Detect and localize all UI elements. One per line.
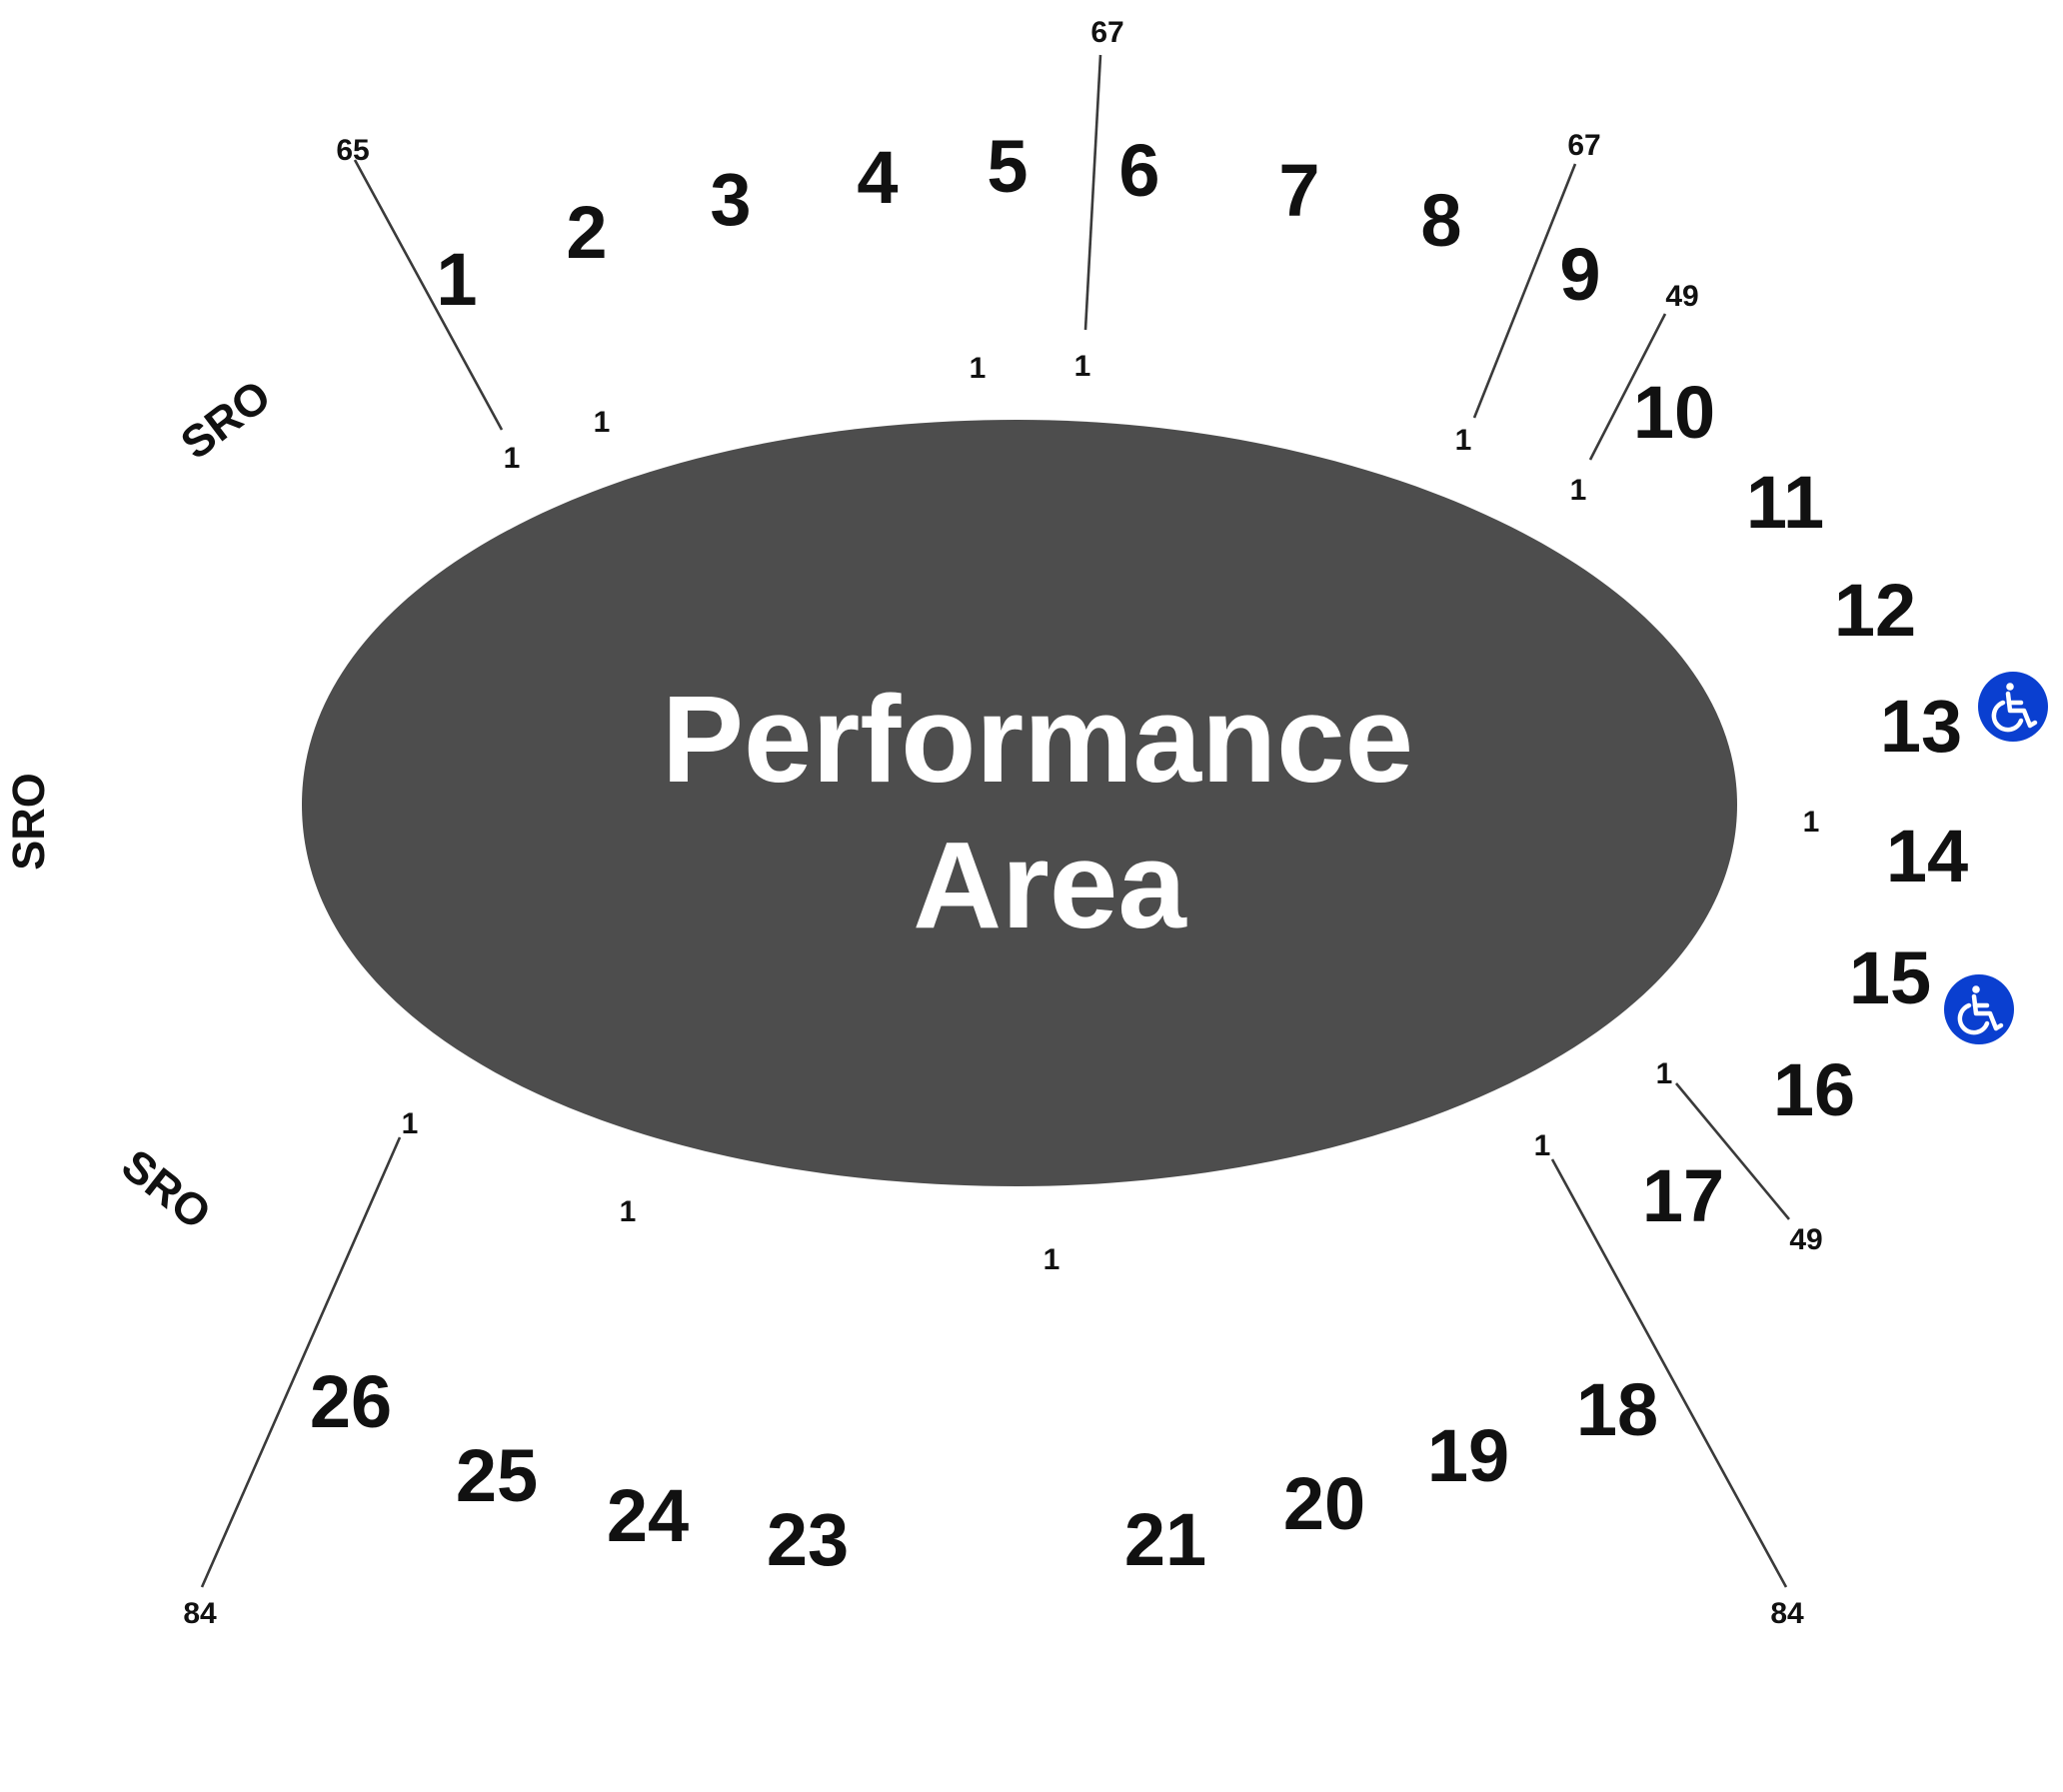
row-end-label-section-1: 65 <box>336 134 369 167</box>
section-1[interactable]: 1 <box>436 238 477 321</box>
section-14[interactable]: 14 <box>1886 815 1968 897</box>
row-start-label-section-26: 1 <box>402 1107 419 1140</box>
seat-start-label: 1 <box>1803 806 1820 839</box>
row-range-line-section-6 <box>1083 54 1102 331</box>
sro-label-upper-left: SRO <box>171 370 280 469</box>
wheelchair-icon <box>1978 672 2048 742</box>
row-range-line-section-9 <box>1472 163 1577 419</box>
row-start-label-section-6: 1 <box>1074 350 1091 383</box>
performance-area-label-line1: Performance <box>662 672 1413 809</box>
section-19[interactable]: 19 <box>1427 1414 1509 1497</box>
seat-start-label: 1 <box>620 1195 637 1228</box>
performance-area-shape <box>302 420 1737 1186</box>
row-end-label-section-10: 49 <box>1665 280 1698 313</box>
section-4[interactable]: 4 <box>857 136 898 219</box>
performance-area-label-line2: Area <box>913 818 1187 954</box>
section-5[interactable]: 5 <box>987 125 1028 208</box>
section-20[interactable]: 20 <box>1283 1462 1365 1545</box>
row-end-label-section-16: 49 <box>1789 1223 1822 1256</box>
section-3[interactable]: 3 <box>710 158 751 241</box>
section-26[interactable]: 26 <box>310 1360 392 1443</box>
row-range-line-section-1 <box>353 159 504 431</box>
seat-start-label: 1 <box>1043 1243 1060 1276</box>
section-10[interactable]: 10 <box>1633 371 1715 454</box>
row-start-label-section-9: 1 <box>1455 424 1472 457</box>
section-15[interactable]: 15 <box>1849 936 1931 1019</box>
section-7[interactable]: 7 <box>1278 149 1319 232</box>
section-25[interactable]: 25 <box>456 1434 538 1517</box>
section-12[interactable]: 12 <box>1834 569 1916 652</box>
row-start-label-section-16: 1 <box>1656 1057 1673 1090</box>
row-range-line-section-16 <box>1675 1082 1790 1220</box>
section-2[interactable]: 2 <box>566 191 607 274</box>
row-start-label-section-10: 1 <box>1570 474 1587 507</box>
row-end-label-section-6: 67 <box>1090 16 1123 49</box>
section-21[interactable]: 21 <box>1124 1498 1206 1581</box>
section-13[interactable]: 13 <box>1880 685 1962 768</box>
section-24[interactable]: 24 <box>607 1474 689 1557</box>
section-6[interactable]: 6 <box>1118 129 1159 212</box>
section-16[interactable]: 16 <box>1773 1048 1855 1131</box>
row-range-lines <box>200 54 1790 1588</box>
row-range-line-section-26 <box>200 1136 402 1588</box>
section-17[interactable]: 17 <box>1642 1154 1724 1237</box>
section-labels[interactable]: 1 2 3 4 5 6 7 8 9 10 11 12 13 14 15 16 1… <box>310 125 1968 1581</box>
seat-start-label: 1 <box>970 352 987 385</box>
row-range-line-section-10 <box>1588 313 1667 461</box>
section-23[interactable]: 23 <box>767 1498 849 1581</box>
row-range-line-section-18 <box>1550 1158 1788 1588</box>
row-end-label-section-18: 84 <box>1770 1597 1804 1630</box>
seat-start-label: 1 <box>594 406 611 439</box>
section-11[interactable]: 11 <box>1746 461 1824 544</box>
sro-label-lower-left: SRO <box>112 1139 220 1239</box>
row-start-label-section-1: 1 <box>504 442 521 475</box>
row-start-label-section-18: 1 <box>1534 1129 1551 1162</box>
sro-label-left: SRO <box>3 773 54 871</box>
wheelchair-icon <box>1944 974 2014 1044</box>
performance-area: Performance Area <box>302 420 1737 1186</box>
row-end-label-section-9: 67 <box>1567 129 1600 162</box>
section-9[interactable]: 9 <box>1559 233 1600 316</box>
row-end-label-section-26: 84 <box>183 1597 217 1630</box>
section-8[interactable]: 8 <box>1420 179 1461 262</box>
section-18[interactable]: 18 <box>1576 1368 1658 1451</box>
